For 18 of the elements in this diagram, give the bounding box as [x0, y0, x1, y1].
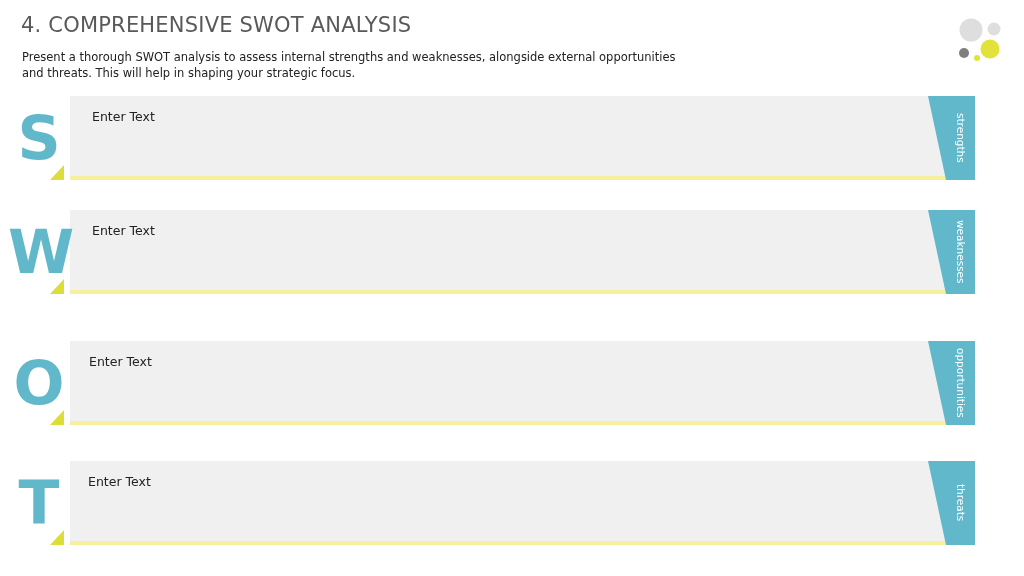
swot-letter: S — [16, 108, 62, 168]
tab-label: opportunities — [954, 348, 967, 418]
text-panel — [70, 461, 946, 545]
swot-letter: O — [12, 353, 66, 413]
text-panel — [70, 96, 946, 180]
placeholder-text: Enter Text — [89, 354, 152, 369]
slide-title: 4. COMPREHENSIVE SWOT ANALYSIS — [21, 13, 412, 39]
subtitle-text: Present a thorough SWOT analysis to assess internal strengths and weaknesses, alongside external opportunities and threats. This will help in shaping your strategic focus. — [22, 49, 677, 81]
placeholder-text: Enter Text — [92, 109, 155, 124]
placeholder-text: Enter Text — [88, 474, 151, 489]
swot-letter: W — [8, 222, 70, 282]
tab-label: weaknesses — [954, 220, 967, 284]
placeholder-text: Enter Text — [92, 223, 155, 238]
tab-label: threats — [954, 484, 967, 522]
swot-letter: T — [17, 473, 61, 533]
text-panel — [70, 210, 946, 294]
tab-label: strengths — [954, 113, 967, 163]
text-panel — [70, 341, 946, 425]
